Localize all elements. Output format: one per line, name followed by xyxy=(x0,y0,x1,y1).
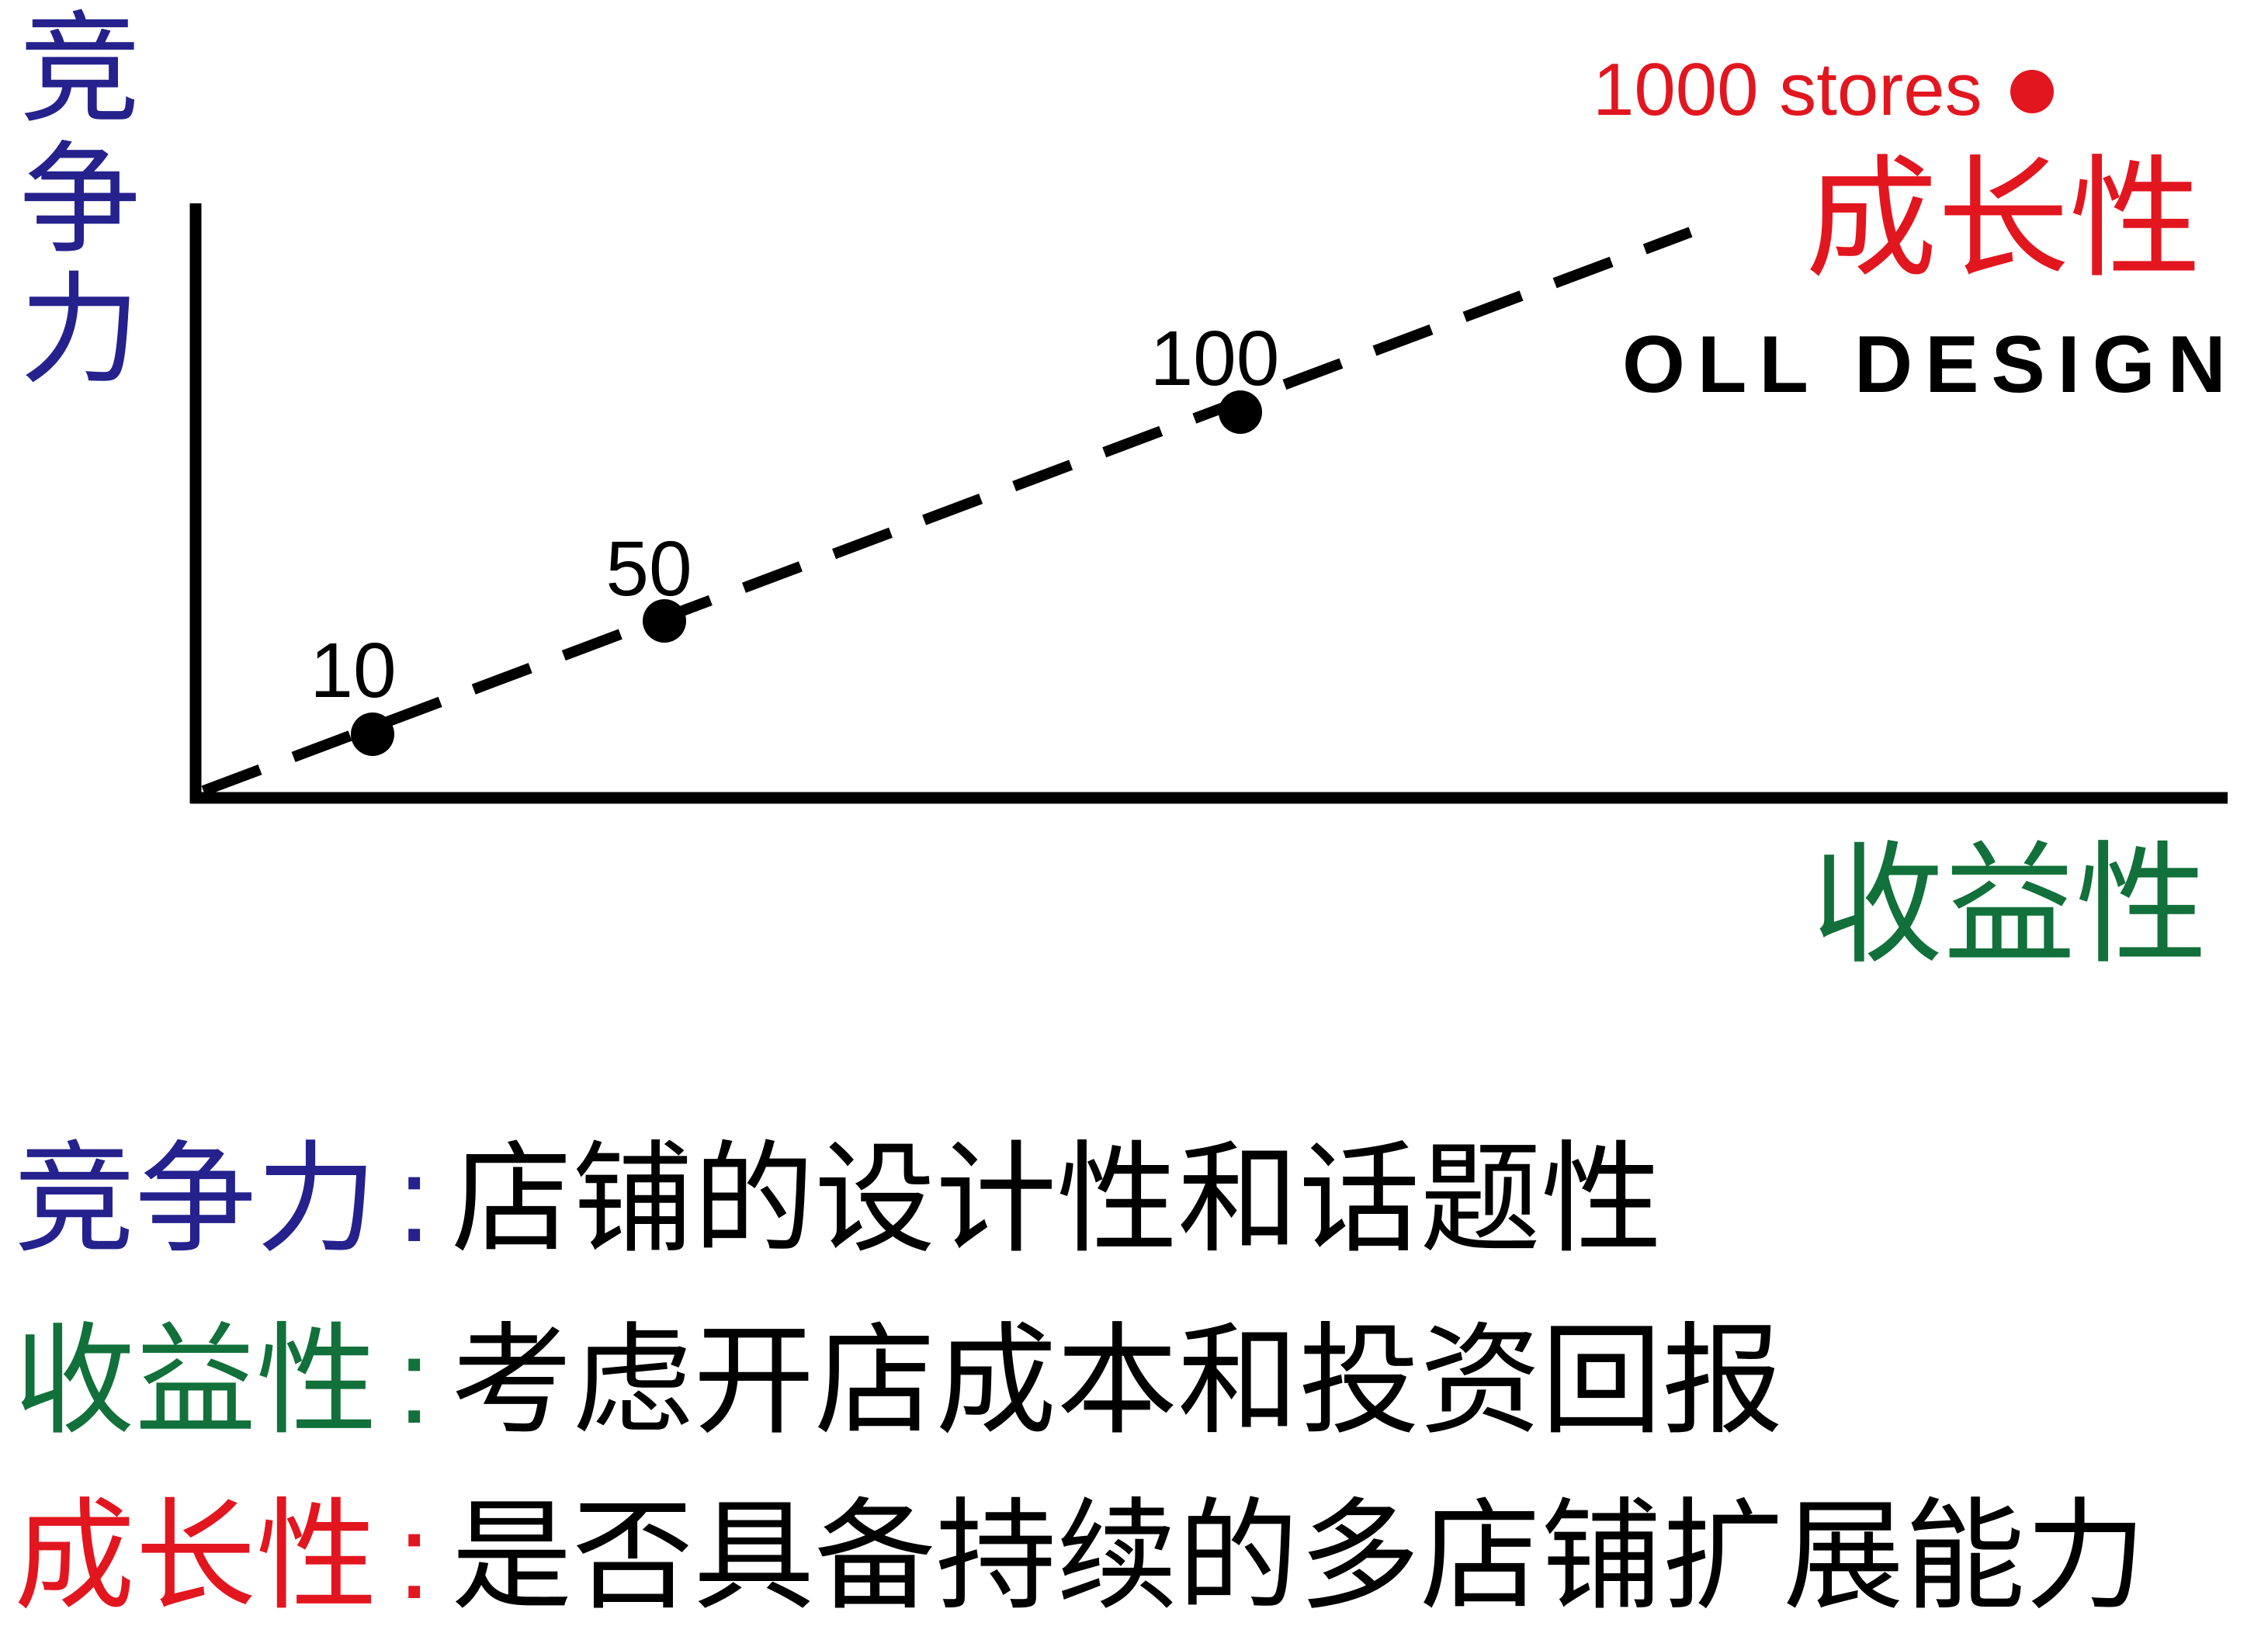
legend-description: 考虑开店成本和投资回报 xyxy=(451,1314,1784,1449)
milestone-label-100: 100 xyxy=(1150,315,1280,402)
legend-separator: : xyxy=(397,1489,432,1624)
legend-term: 成长性 xyxy=(14,1489,377,1624)
brand-logo-text: OLL DESIGN xyxy=(1622,320,2239,410)
legend-separator: : xyxy=(397,1314,432,1449)
legend-term: 收益性 xyxy=(14,1314,377,1449)
legend-row-growth: 成长性:是否具备持续的多店铺扩展能力 xyxy=(14,1496,2146,1617)
milestone-label-10: 10 xyxy=(310,627,396,714)
trend-label: 成长性 xyxy=(1805,146,2202,293)
milestone-marker-100 xyxy=(1219,390,1262,434)
legend-description: 店铺的设计性和话题性 xyxy=(451,1132,1663,1267)
goal-marker xyxy=(2010,70,2054,113)
legend-description: 是否具备持续的多店铺扩展能力 xyxy=(451,1489,2147,1624)
goal-label: 1000 stores xyxy=(1593,48,1982,131)
legend-separator: : xyxy=(397,1132,432,1267)
legend-row-competitiveness: 竞争力:店铺的设计性和话题性 xyxy=(14,1139,1662,1260)
milestone-marker-10 xyxy=(351,713,394,756)
legend-row-profitability: 收益性:考虑开店成本和投资回报 xyxy=(14,1321,1783,1442)
growth-trend-line xyxy=(201,227,1693,796)
y-axis-label: 竞争力 xyxy=(1,5,136,396)
legend-term: 竞争力 xyxy=(14,1132,377,1267)
x-axis-label: 收益性 xyxy=(1812,832,2208,979)
milestone-marker-50 xyxy=(643,599,686,643)
milestone-label-50: 50 xyxy=(605,525,692,612)
